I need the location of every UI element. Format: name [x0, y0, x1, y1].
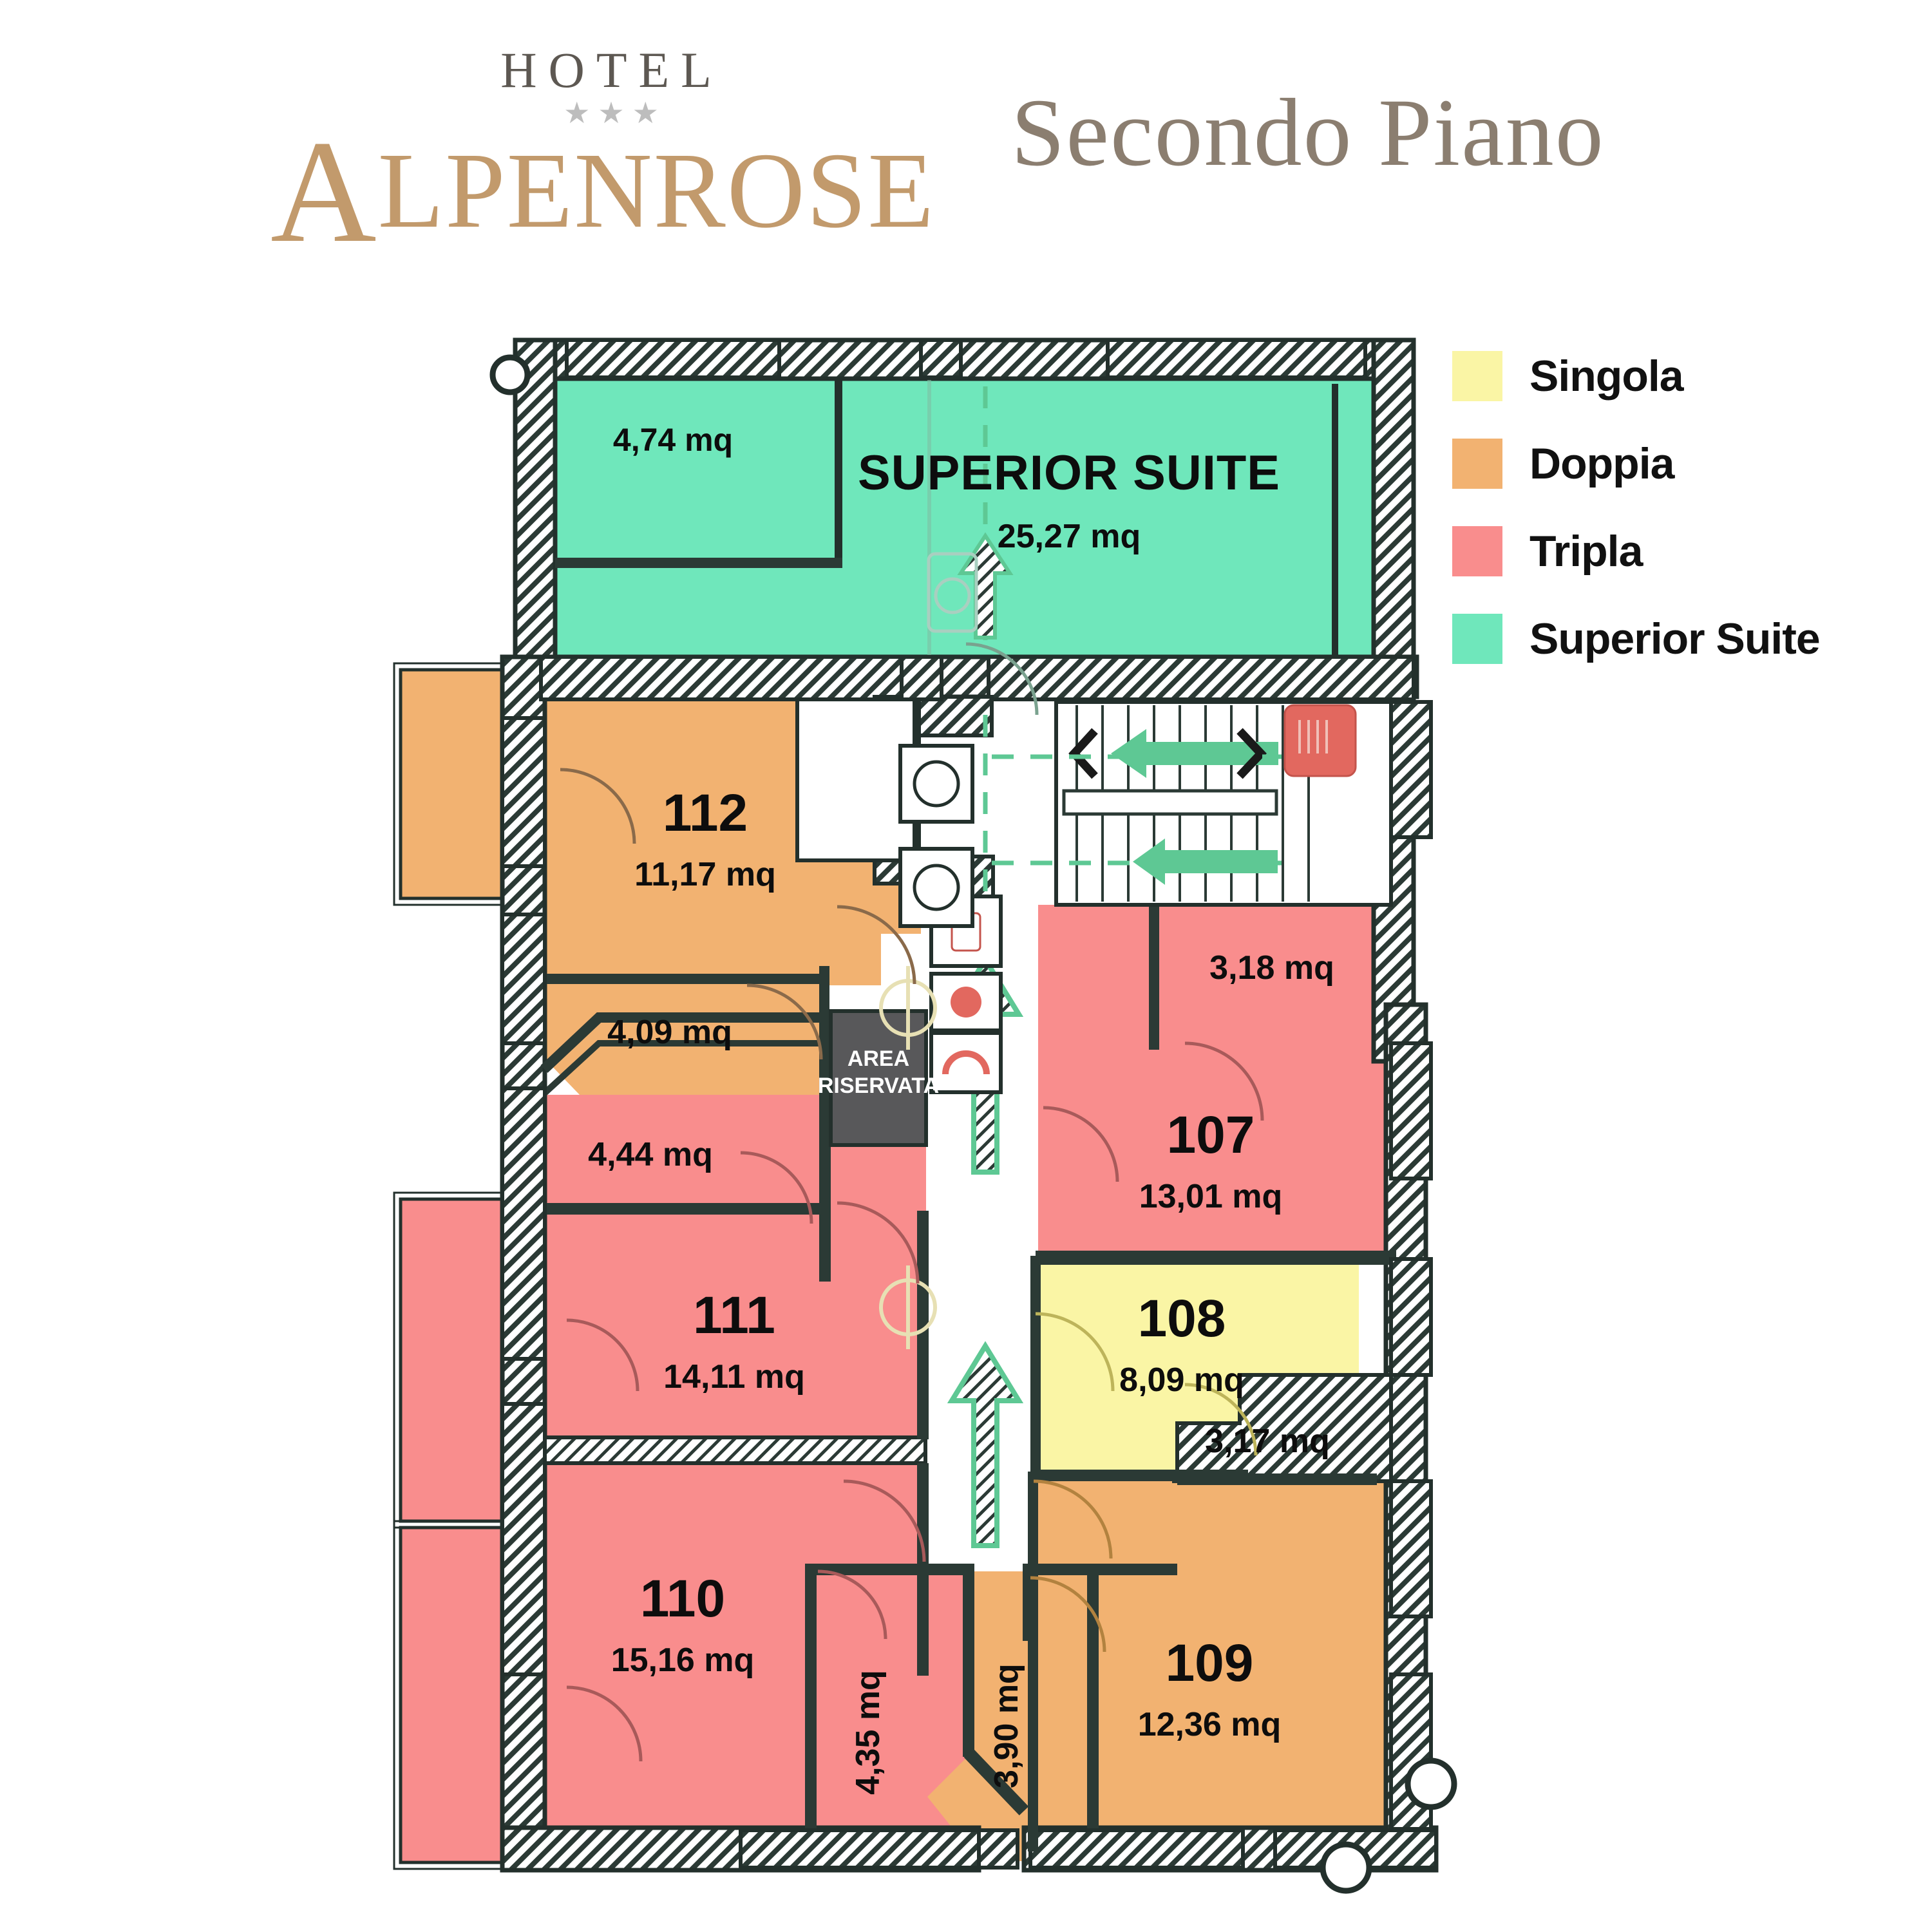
- label-room-112: 112: [663, 784, 748, 842]
- room-fills: [542, 379, 1405, 1861]
- emergency-light-box: [929, 1031, 1003, 1094]
- page-header: HOTEL ★★★ ALPENROSE Secondo Piano: [0, 0, 1932, 266]
- drain-icon-right: [1405, 1757, 1457, 1810]
- page-title: Secondo Piano: [1011, 79, 1605, 186]
- suite-fixture-circle: [934, 577, 971, 614]
- label-bath-109-area: 3,90 mq: [988, 1663, 1025, 1788]
- room-fill-bath-111: [544, 1095, 824, 1211]
- legend-swatch-tripla: [1452, 526, 1502, 576]
- legend-swatch-superior-suite: [1452, 614, 1502, 664]
- ceiling-light-icons: [879, 966, 937, 1349]
- label-room-108: 108: [1138, 1289, 1226, 1348]
- service-shaft-lower: [898, 847, 974, 928]
- label-bath-111-area: 4,44 mq: [588, 1136, 713, 1173]
- legend-item-singola: Singola: [1452, 351, 1916, 401]
- label-bath-110-area: 4,35 mq: [849, 1670, 887, 1795]
- label-superior-suite-area: 25,27 mq: [998, 518, 1141, 555]
- label-bath-suite-area: 4,74 mq: [613, 422, 733, 458]
- escape-arrow-upper: [1111, 729, 1278, 778]
- legend-item-superior-suite: Superior Suite: [1452, 614, 1916, 664]
- legend-label-singola: Singola: [1530, 352, 1684, 401]
- label-bath-107-area: 3,18 mq: [1209, 949, 1334, 987]
- drain-icon-top-left: [489, 354, 531, 395]
- legend-item-doppia: Doppia: [1452, 439, 1916, 489]
- label-room-108-area: 8,09 mq: [1119, 1361, 1244, 1399]
- label-room-111-area: 14,11 mq: [663, 1358, 805, 1396]
- escape-route-dashes: [983, 386, 1282, 921]
- room-fill-108: [1036, 1259, 1359, 1475]
- logo-stars-icon: ★★★: [564, 96, 667, 129]
- label-room-111: 111: [693, 1286, 775, 1345]
- label-room-109-area: 12,36 mq: [1138, 1706, 1282, 1743]
- service-shaft-upper: [898, 744, 974, 824]
- label-bath-108-area: 3,17 mq: [1205, 1423, 1330, 1460]
- alarm-button-icon: [951, 987, 981, 1018]
- drain-icon-bottom: [1320, 1841, 1372, 1894]
- label-area-riservata-line1: AREA: [848, 1046, 909, 1071]
- logo-hotel-word: HOTEL: [500, 42, 723, 98]
- legend-swatch-singola: [1452, 351, 1502, 401]
- legend-item-tripla: Tripla: [1452, 526, 1916, 576]
- label-area-riservata-line2: RISERVATA: [818, 1074, 939, 1098]
- room-fill-bath-suite: [555, 379, 838, 565]
- plan-labels: SUPERIOR SUITE 25,27 mq 4,74 mq 112 11,1…: [588, 422, 1334, 1795]
- logo-brand-initial: A: [270, 111, 378, 273]
- escape-arrow-suite-exit: [957, 532, 1014, 639]
- suite-fixture: [927, 552, 978, 633]
- emergency-light-icon: [942, 1050, 990, 1075]
- label-room-107: 107: [1167, 1106, 1255, 1164]
- hotel-logo: HOTEL ★★★ ALPENROSE: [270, 42, 934, 266]
- label-superior-suite-title: SUPERIOR SUITE: [858, 446, 1280, 500]
- legend-swatch-doppia: [1452, 439, 1502, 489]
- fire-hose-glyph: [1298, 720, 1328, 753]
- logo-brand-name: ALPENROSE: [270, 118, 934, 265]
- room-fill-bath-107: [1153, 905, 1391, 1043]
- logo-brand-rest: LPENROSE: [377, 131, 936, 251]
- shaft-circle-icon: [913, 760, 960, 808]
- label-room-109: 109: [1166, 1634, 1254, 1692]
- legend: Singola Doppia Tripla Superior Suite: [1452, 351, 1916, 701]
- shaft-circle-icon-2: [913, 864, 960, 911]
- door-swings: [560, 642, 1264, 1762]
- label-bath-112-area: 4,09 mq: [607, 1014, 732, 1051]
- label-room-110-area: 15,16 mq: [611, 1642, 755, 1679]
- label-room-107-area: 13,01 mq: [1139, 1178, 1283, 1215]
- room-fill-bath-112: [542, 979, 824, 1095]
- label-room-112-area: 11,17 mq: [634, 856, 776, 893]
- fire-hose-icon: [1283, 704, 1357, 777]
- legend-label-doppia: Doppia: [1530, 439, 1674, 488]
- corridor-and-stairwell: [879, 386, 1393, 1548]
- label-room-110: 110: [640, 1569, 725, 1628]
- room-fill-111: [544, 1212, 925, 1437]
- escape-arrow-corridor-lower: [947, 1341, 1024, 1548]
- drain-markers: [489, 354, 1457, 1894]
- legend-label-tripla: Tripla: [1530, 527, 1643, 576]
- legend-label-superior-suite: Superior Suite: [1530, 614, 1821, 663]
- stair-landing: [1062, 789, 1278, 816]
